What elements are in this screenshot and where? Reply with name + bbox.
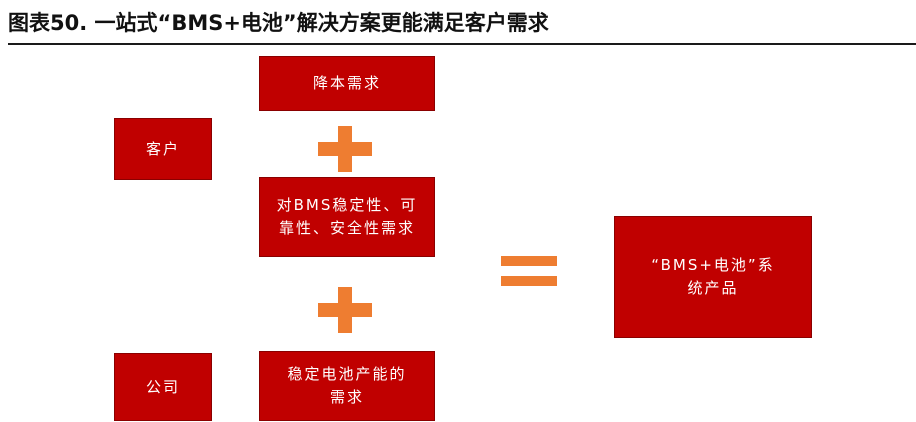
need-capacity-box: 稳定电池产能的需求 bbox=[259, 351, 435, 421]
need-capacity-label: 稳定电池产能的需求 bbox=[287, 365, 407, 406]
company-label: 公司 bbox=[145, 377, 180, 396]
result-box: “BMS+电池”系统产品 bbox=[614, 216, 812, 338]
plus-icon-top bbox=[318, 126, 372, 172]
need-bms-label: 对BMS稳定性、可靠性、安全性需求 bbox=[276, 196, 418, 237]
customer-box: 客户 bbox=[114, 118, 212, 180]
need-bms-box: 对BMS稳定性、可靠性、安全性需求 bbox=[259, 177, 435, 257]
title-divider bbox=[8, 43, 916, 45]
customer-label: 客户 bbox=[145, 139, 180, 158]
equals-icon bbox=[501, 256, 557, 288]
plus-icon-bottom bbox=[318, 287, 372, 333]
need-cost-label: 降本需求 bbox=[312, 74, 381, 92]
result-label: “BMS+电池”系统产品 bbox=[651, 256, 775, 297]
company-box: 公司 bbox=[114, 353, 212, 421]
figure-title: 图表50. 一站式“BMS+电池”解决方案更能满足客户需求 bbox=[8, 11, 549, 35]
need-cost-box: 降本需求 bbox=[259, 56, 435, 111]
